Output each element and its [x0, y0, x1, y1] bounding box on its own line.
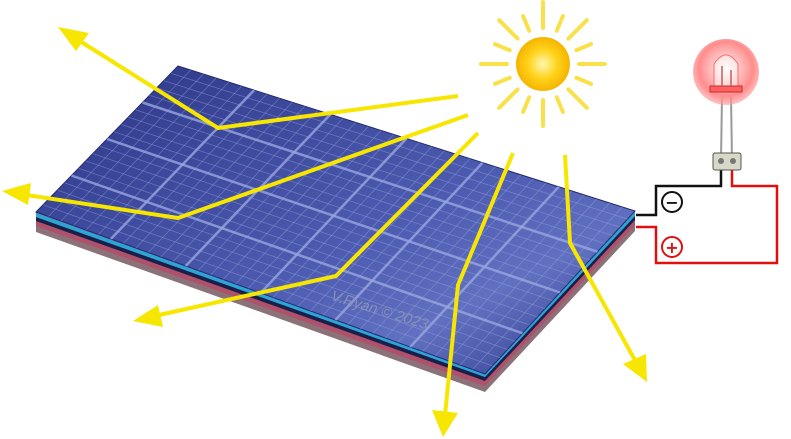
- circuit-wires: [636, 166, 779, 265]
- ray-arrow: [443, 152, 515, 416]
- sun-ray: [492, 42, 512, 53]
- positive-symbol: +: [665, 238, 678, 257]
- panel-grid-line: [135, 109, 591, 261]
- panel-grid-line: [71, 174, 523, 335]
- panel-grid-line: [156, 87, 613, 236]
- ray-arrow: [73, 36, 459, 130]
- sun-ray: [566, 18, 589, 41]
- panel-grid-line: [121, 124, 576, 277]
- panel-grid-line: [128, 116, 583, 269]
- panel-grid-line: [42, 204, 493, 367]
- arrowhead: [432, 410, 458, 437]
- sun-ray: [554, 13, 565, 33]
- ray-arrow: [563, 154, 638, 363]
- panel-grid-line: [99, 145, 553, 302]
- sun-ray: [521, 13, 532, 33]
- negative-wire: [636, 166, 723, 217]
- sun-ray: [574, 75, 594, 86]
- panel-grid-line: [57, 189, 508, 350]
- arrowhead: [623, 354, 647, 382]
- arrowheads: [2, 27, 647, 437]
- negative-symbol: −: [665, 193, 678, 212]
- panel-grid-line: [170, 72, 628, 220]
- arrowhead: [133, 305, 163, 327]
- sun-ray: [492, 75, 512, 86]
- panel-grid-line: [64, 182, 516, 342]
- panel-grid-line: [163, 80, 621, 228]
- sun-icon: [479, 0, 607, 128]
- arrowhead: [2, 183, 31, 205]
- sun-ray: [566, 87, 589, 110]
- sun-ray: [521, 95, 532, 115]
- sun-ray: [554, 95, 565, 115]
- arrowhead: [58, 27, 89, 51]
- sun-ray: [497, 18, 520, 41]
- panel-grid-line: [85, 160, 538, 318]
- ray-arrow: [149, 131, 480, 319]
- positive-wire: [636, 166, 779, 265]
- sun-ray: [497, 87, 520, 110]
- panel-grid-line: [113, 131, 568, 285]
- positive-terminal: +: [661, 236, 683, 258]
- panel-grid-line: [92, 153, 546, 310]
- sun-ray: [574, 42, 594, 53]
- panel-grid-line: [50, 197, 501, 359]
- panel-grid-line: [149, 94, 606, 244]
- negative-terminal: −: [661, 191, 683, 213]
- panel-grid-line: [106, 137, 561, 294]
- led-bulb-icon: [693, 39, 759, 171]
- light-rays: [19, 36, 638, 416]
- ray-arrow: [19, 113, 469, 220]
